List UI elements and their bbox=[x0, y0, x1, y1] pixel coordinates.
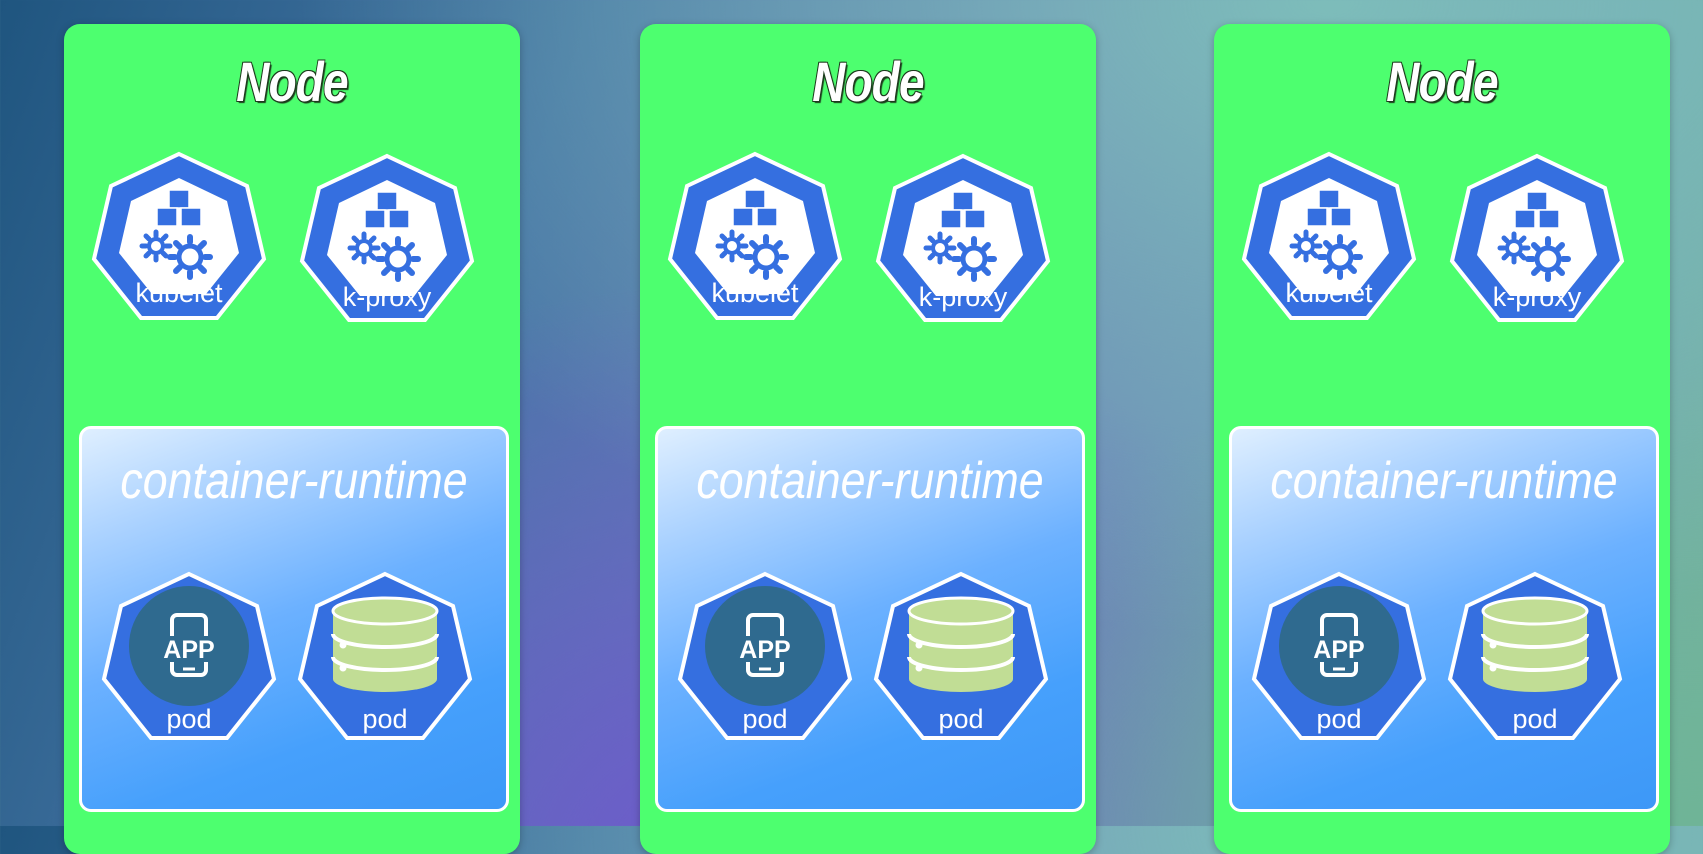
mobile-app-icon: APP bbox=[677, 571, 853, 740]
container-runtime-title: container-runtime bbox=[120, 452, 468, 510]
app-icon-text: APP bbox=[739, 636, 790, 664]
app-icon-text: APP bbox=[163, 636, 214, 664]
database-pod: pod bbox=[290, 566, 480, 756]
node-1: Node bbox=[64, 24, 520, 854]
k-proxy-label: k-proxy bbox=[1492, 282, 1582, 312]
pod-label: pod bbox=[1512, 704, 1558, 734]
cubes-gears-icon bbox=[875, 153, 1051, 322]
k-proxy-label: k-proxy bbox=[918, 282, 1008, 312]
node-title: Node bbox=[1386, 50, 1498, 113]
cubes-gears-icon bbox=[667, 151, 843, 320]
pod-label: pod bbox=[1316, 704, 1362, 734]
database-pod: pod bbox=[1440, 566, 1630, 756]
database-icon bbox=[297, 571, 473, 740]
node-title: Node bbox=[812, 50, 924, 113]
app-pod: APP pod bbox=[1244, 566, 1434, 756]
pod-label: pod bbox=[742, 704, 788, 734]
k-proxy-label: k-proxy bbox=[342, 282, 432, 312]
database-icon bbox=[1447, 571, 1623, 740]
k-proxy-component: k-proxy bbox=[292, 148, 482, 338]
mobile-app-icon: APP bbox=[101, 571, 277, 740]
kubelet-label: kubelet bbox=[135, 278, 223, 308]
container-runtime: container-runtime APP pod p bbox=[1229, 426, 1659, 812]
cubes-gears-icon bbox=[1449, 153, 1625, 322]
node-title: Node bbox=[236, 50, 348, 113]
k-proxy-component: k-proxy bbox=[1442, 148, 1632, 338]
mobile-app-icon: APP bbox=[1251, 571, 1427, 740]
database-pod: pod bbox=[866, 566, 1056, 756]
database-icon bbox=[873, 571, 1049, 740]
app-pod: APP pod bbox=[670, 566, 860, 756]
pod-label: pod bbox=[938, 704, 984, 734]
cubes-gears-icon bbox=[91, 151, 267, 320]
app-pod: APP pod bbox=[94, 566, 284, 756]
container-runtime-title: container-runtime bbox=[1270, 452, 1618, 510]
container-runtime-title: container-runtime bbox=[696, 452, 1044, 510]
app-icon-text: APP bbox=[1313, 636, 1364, 664]
node-2: Node bbox=[640, 24, 1096, 854]
pod-label: pod bbox=[166, 704, 212, 734]
cubes-gears-icon bbox=[1241, 151, 1417, 320]
k-proxy-component: k-proxy bbox=[868, 148, 1058, 338]
container-runtime: container-runtime APP pod p bbox=[79, 426, 509, 812]
container-runtime: container-runtime APP pod p bbox=[655, 426, 1085, 812]
kubelet-component: kubelet bbox=[660, 146, 850, 336]
kubelet-label: kubelet bbox=[711, 278, 799, 308]
kubelet-component: kubelet bbox=[1234, 146, 1424, 336]
cubes-gears-icon bbox=[299, 153, 475, 322]
kubelet-label: kubelet bbox=[1285, 278, 1373, 308]
pod-label: pod bbox=[362, 704, 408, 734]
kubelet-component: kubelet bbox=[84, 146, 274, 336]
node-3: Node bbox=[1214, 24, 1670, 854]
